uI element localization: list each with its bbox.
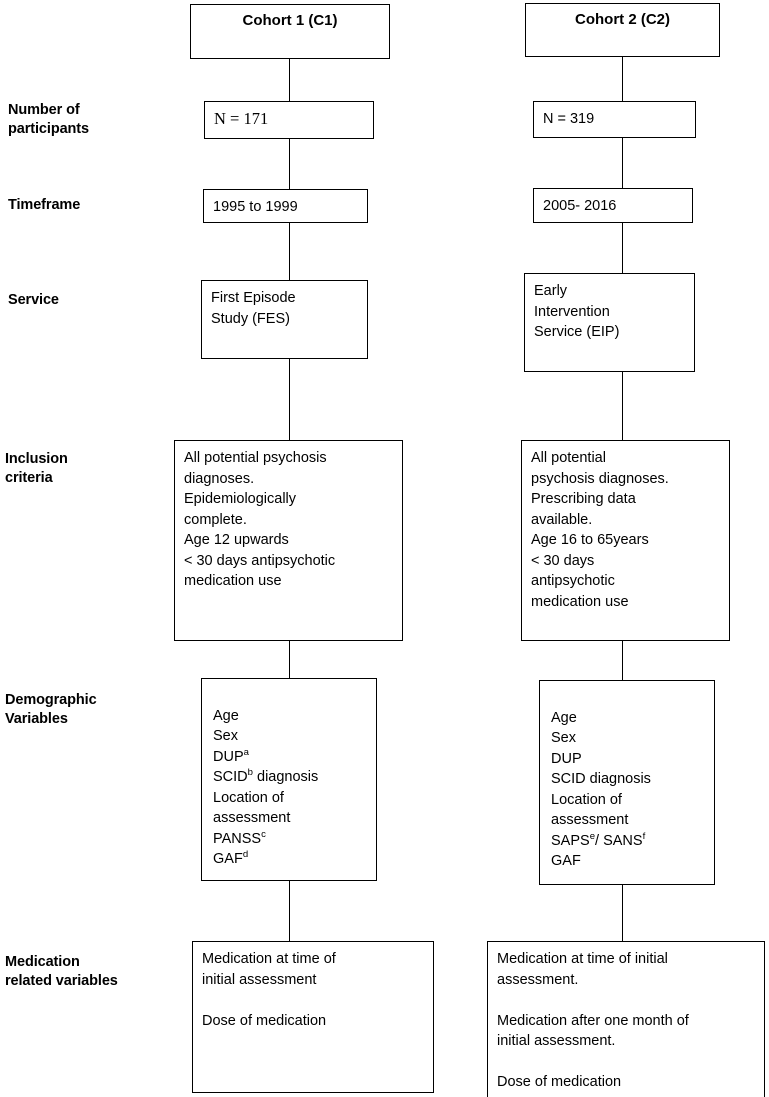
demographic-item: Sex [213,728,238,744]
connector-c2-participants-to-timeframe [622,137,623,188]
box-c1-medication-variables[interactable]: Medication at time of initial assessment… [192,941,434,1093]
box-c1-timeframe[interactable]: 1995 to 1999 [203,189,368,223]
connector-c1-timeframe-to-service [289,222,290,280]
demographic-item: assessment [213,810,291,826]
demographic-item: SAPSe/ SANSf [551,830,646,849]
footnote-marker: a [243,746,249,758]
demographic-item: SCID diagnosis [551,771,651,787]
connector-c1-demographics-to-medication [289,880,290,941]
box-c2-header[interactable]: Cohort 2 (C2) [525,3,720,57]
box-c1-participants[interactable]: N = 171 [204,101,374,139]
row-label-timeframe: Timeframe [8,197,81,213]
footnote-marker: d [242,849,249,861]
box-c2-inclusion-criteria[interactable]: All potential psychosis diagnoses. Presc… [521,440,730,641]
demographic-item: DUPa [213,746,249,765]
connector-c2-demographics-to-medication [622,885,623,941]
connector-c1-inclusion-to-demographics [289,640,290,678]
row-label-inclusion-criteria: Inclusion criteria [5,451,68,486]
box-c2-participants[interactable]: N = 319 [533,101,696,138]
row-label-number-of-participants: Number of participants [8,102,89,137]
demographic-item: Location of [213,789,284,806]
footnote-marker: c [261,828,266,840]
row-label-demographic-variables: Demographic Variables [5,692,97,727]
footnote-marker: b [247,767,253,779]
demographic-item: Age [213,707,239,724]
connector-c2-inclusion-to-demographics [622,640,623,680]
box-c1-header[interactable]: Cohort 1 (C1) [190,4,390,59]
box-c2-medication-variables[interactable]: Medication at time of initial assessment… [487,941,765,1097]
connector-c2-timeframe-to-service [622,223,623,273]
demographic-item: GAF [551,853,581,869]
footnote-marker: e [589,830,596,842]
demographic-item: assessment [551,812,629,828]
box-c1-service[interactable]: First Episode Study (FES) [201,280,368,359]
row-label-medication-related-variables: Medication related variables [5,954,118,989]
demographic-item: Sex [551,730,576,746]
demographic-item: DUP [551,750,582,767]
demographic-item: Age [551,709,577,726]
connector-c2-header-to-participants [622,56,623,102]
box-c2-service[interactable]: Early Intervention Service (EIP) [524,273,695,372]
box-c1-inclusion-criteria[interactable]: All potential psychosis diagnoses. Epide… [174,440,403,641]
connector-c1-header-to-participants [289,58,290,102]
demographic-item: Location of [551,791,622,808]
footnote-marker: f [642,830,646,842]
demographic-item: GAFd [213,849,249,867]
row-label-service: Service [8,292,59,308]
connector-c1-participants-to-timeframe [289,138,290,189]
connector-c2-service-to-inclusion [622,372,623,440]
connector-c1-service-to-inclusion [289,358,290,440]
box-c2-timeframe[interactable]: 2005- 2016 [533,188,693,223]
demographic-item: PANSSc [213,828,266,847]
demographic-item: SCIDb diagnosis [213,767,319,785]
